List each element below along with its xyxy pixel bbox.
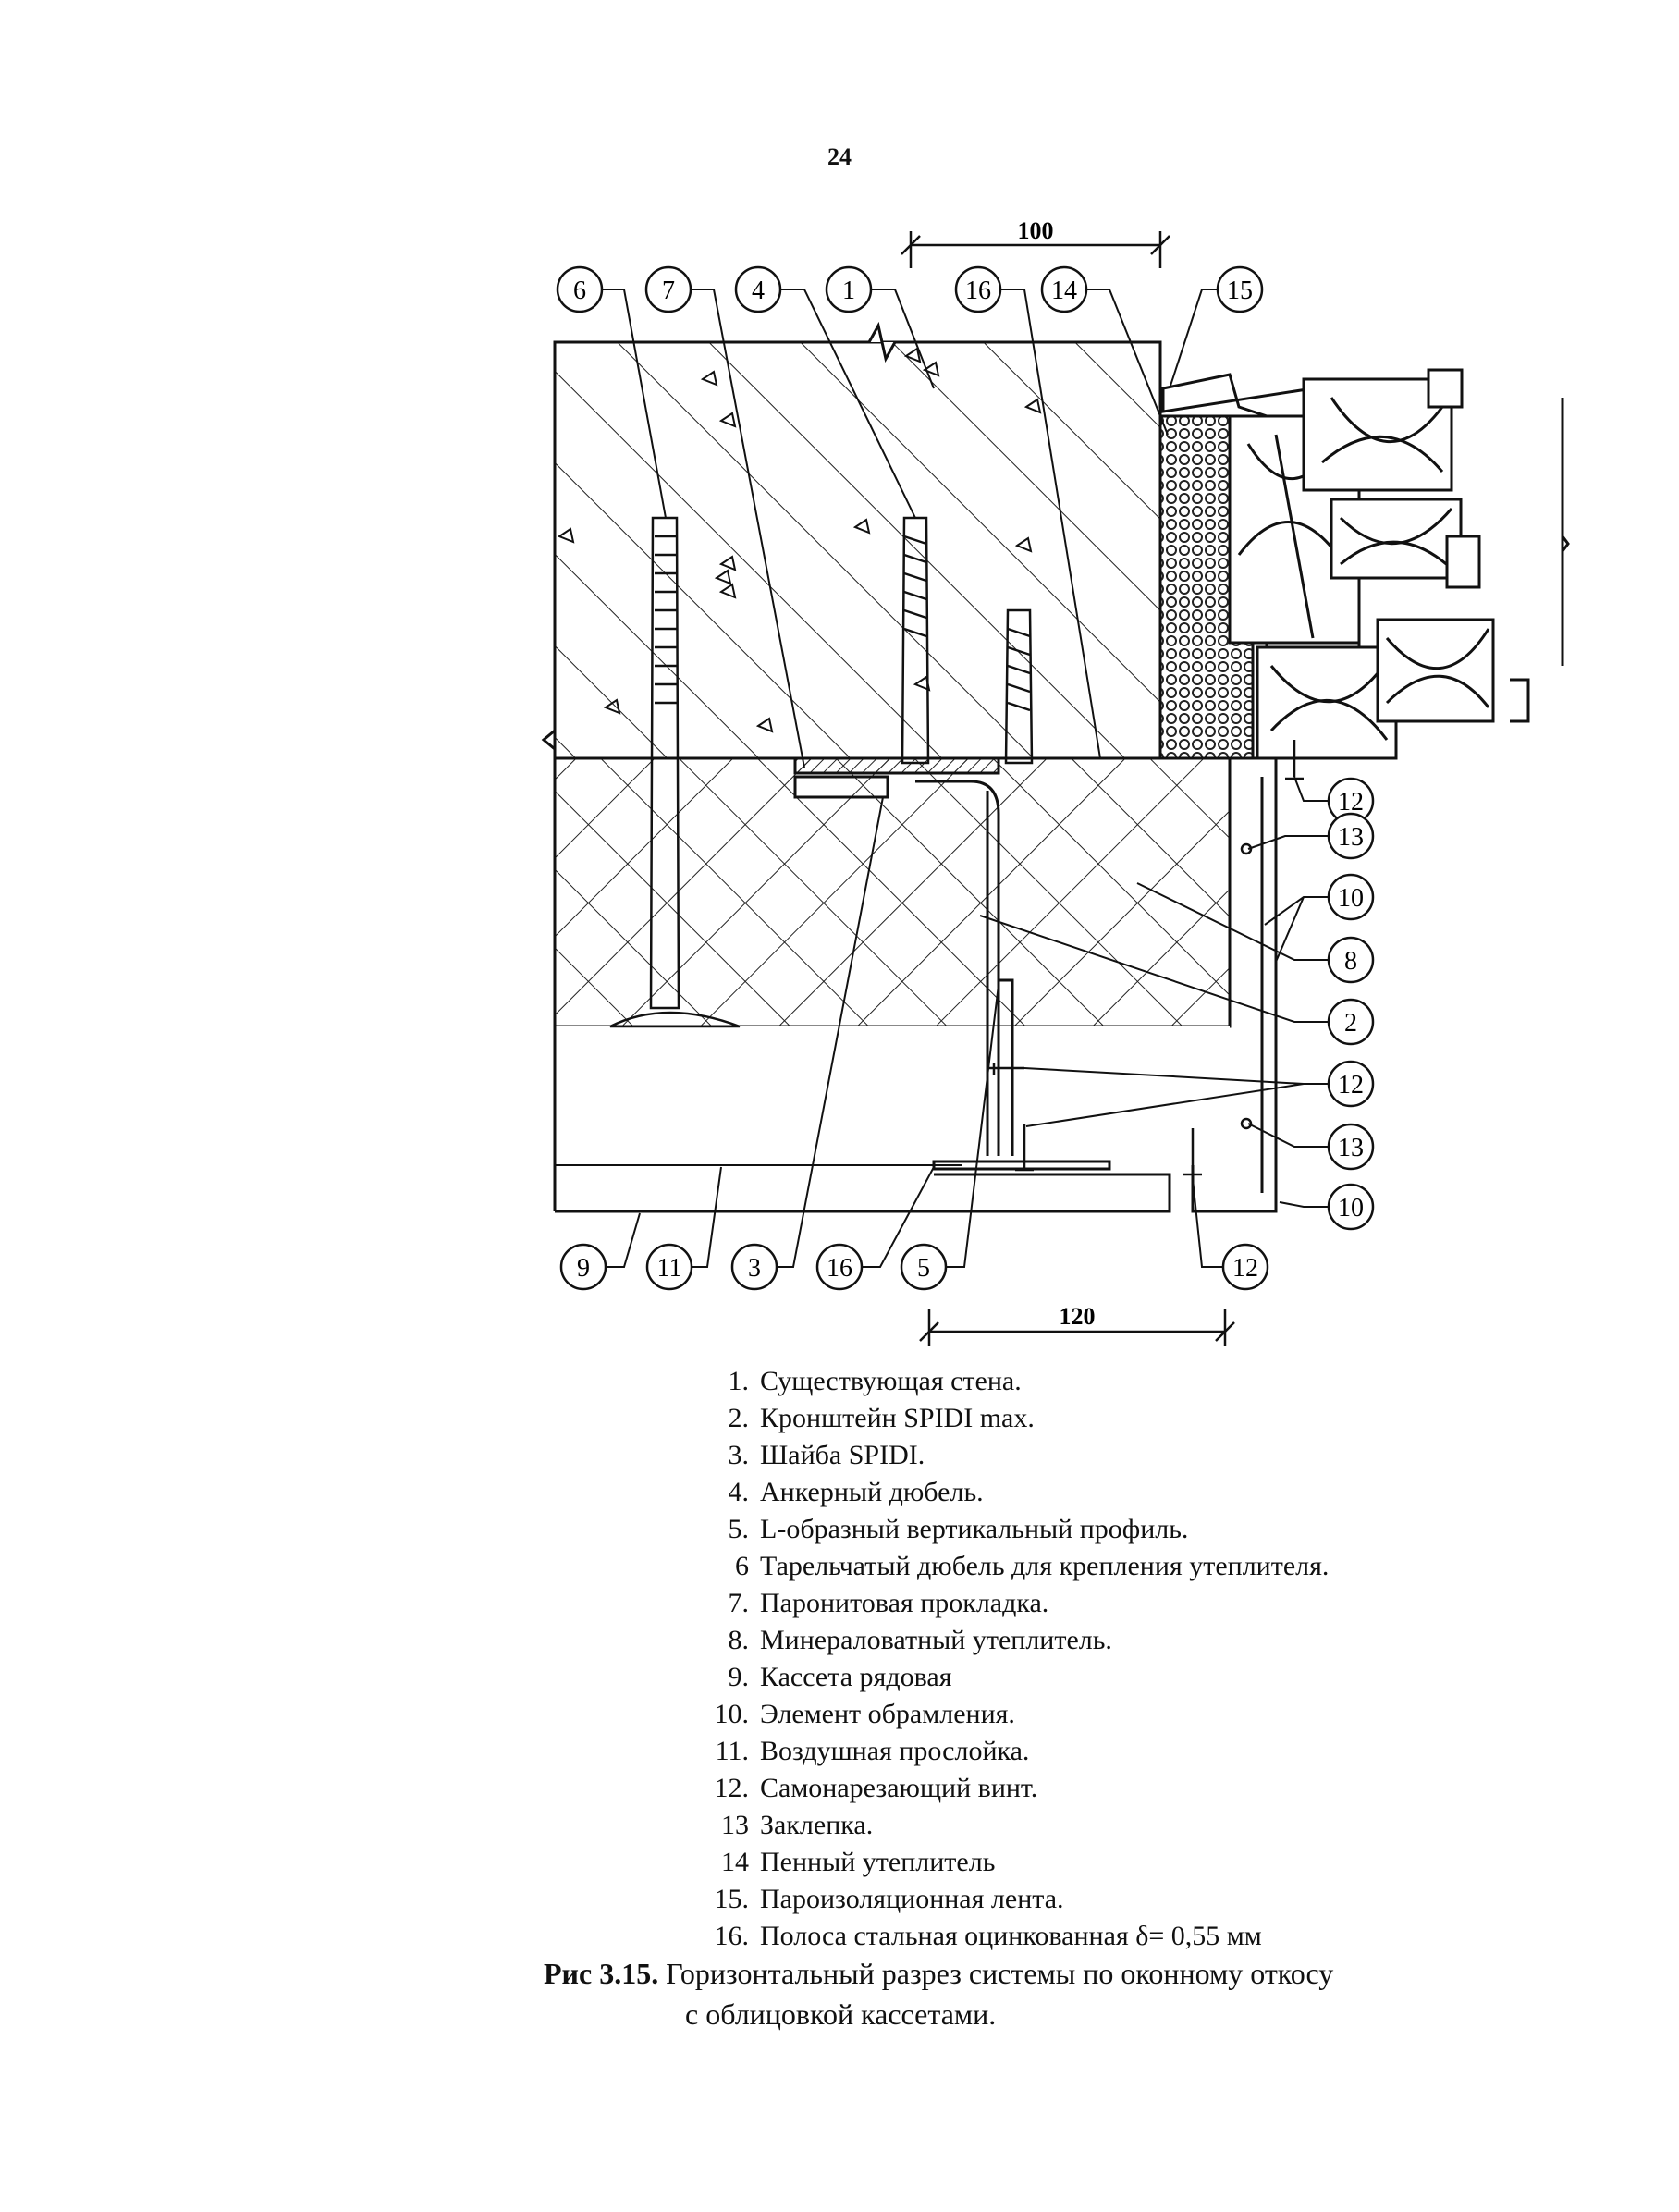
anchor-dowel: [901, 516, 1034, 765]
window-frame: [1161, 368, 1570, 760]
callout-3: 3: [730, 1243, 778, 1291]
callout-12-right-b: 12: [1327, 1060, 1375, 1108]
page-number: 24: [827, 143, 852, 170]
legend-item: 11.Воздушная прослойка.: [715, 1736, 1030, 1766]
section-drawing: 100 120 6 7: [541, 217, 1570, 1346]
callout-16-top: 16: [954, 265, 1002, 313]
legend-item: 16.Полоса стальная оцинкованная δ= 0,55 …: [714, 1921, 1262, 1951]
svg-text:15: 15: [1227, 276, 1253, 305]
dimension-100-label: 100: [1018, 217, 1054, 244]
svg-text:12: 12: [1232, 1254, 1258, 1283]
svg-text:2: 2: [1344, 1009, 1357, 1038]
callout-9: 9: [559, 1243, 607, 1291]
callout-13-right-a: 13: [1327, 812, 1375, 860]
svg-text:10: 10: [1338, 884, 1364, 913]
svg-text:7: 7: [662, 276, 675, 305]
dimension-120: [919, 1309, 1235, 1346]
plate-dowel: [609, 516, 741, 1028]
svg-text:16: 16: [965, 276, 991, 305]
svg-text:4: 4: [752, 276, 765, 305]
svg-text:16: 16: [827, 1254, 852, 1283]
svg-text:8: 8: [1344, 947, 1357, 976]
caption-label: Рис 3.15.: [544, 1957, 659, 1990]
caption-line1: Горизонтальный разрез системы по оконном…: [666, 1957, 1334, 1990]
legend-item: 2.Кронштейн SPIDI max.: [728, 1403, 1035, 1433]
callout-13-right-b: 13: [1327, 1123, 1375, 1171]
svg-text:10: 10: [1338, 1194, 1364, 1223]
svg-text:5: 5: [917, 1254, 930, 1283]
screws: [987, 740, 1304, 1176]
dimension-120-label: 120: [1060, 1303, 1096, 1330]
legend-item: 4.Анкерный дюбель.: [728, 1477, 984, 1507]
svg-text:1: 1: [842, 276, 855, 305]
legend-item: 3.Шайба SPIDI.: [728, 1440, 925, 1470]
callout-5: 5: [900, 1243, 948, 1291]
svg-text:11: 11: [657, 1254, 682, 1283]
callout-1: 1: [825, 265, 873, 313]
callout-2: 2: [1327, 998, 1375, 1046]
dimension-100: [901, 231, 1170, 268]
callout-15: 15: [1216, 265, 1264, 313]
legend-item: 8.Минераловатный утеплитель.: [728, 1625, 1112, 1655]
callout-4: 4: [734, 265, 782, 313]
callout-12-right-a: 12: [1327, 777, 1375, 825]
callout-11: 11: [645, 1243, 693, 1291]
legend-item: 7.Паронитовая прокладка.: [728, 1588, 1049, 1618]
svg-text:13: 13: [1338, 823, 1364, 852]
svg-text:9: 9: [577, 1254, 590, 1283]
callout-10-right-a: 10: [1327, 873, 1375, 921]
legend-item: 12.Самонарезающий винт.: [714, 1773, 1038, 1803]
callout-14: 14: [1040, 265, 1088, 313]
legend-item: 15.Пароизоляционная лента.: [714, 1884, 1064, 1914]
caption-line2: с облицовкой кассетами.: [685, 1997, 997, 2031]
leader-lines: [602, 289, 1329, 1268]
svg-text:13: 13: [1338, 1134, 1364, 1162]
callout-16-bottom: 16: [815, 1243, 864, 1291]
legend-list: 1.Существующая стена. 2.Кронштейн SPIDI …: [684, 1363, 1330, 1955]
figure-caption: Рис 3.15. Горизонтальный разрез системы …: [544, 1953, 1333, 2034]
legend-item: 9.Кассета рядовая: [728, 1662, 952, 1692]
svg-text:12: 12: [1338, 1071, 1364, 1100]
mineral-wool: [553, 756, 1232, 1028]
air-gap: [553, 1026, 1230, 1211]
callout-7: 7: [644, 265, 692, 313]
bracket: [793, 756, 1111, 1171]
svg-text:6: 6: [573, 276, 586, 305]
callout-12-bottom: 12: [1221, 1243, 1269, 1291]
callout-10-right-b: 10: [1327, 1183, 1375, 1231]
existing-wall: [541, 321, 1162, 760]
callout-6: 6: [556, 265, 604, 313]
svg-text:3: 3: [748, 1254, 761, 1283]
legend-item: 5.L-образный вертикальный профиль.: [728, 1514, 1189, 1544]
svg-text:14: 14: [1051, 276, 1077, 305]
callout-8: 8: [1327, 936, 1375, 984]
legend-item: 1.Существующая стена.: [728, 1366, 1022, 1396]
legend-item: 10.Элемент обрамления.: [714, 1699, 1015, 1729]
cassette: [555, 756, 1278, 1213]
svg-text:12: 12: [1338, 788, 1364, 817]
